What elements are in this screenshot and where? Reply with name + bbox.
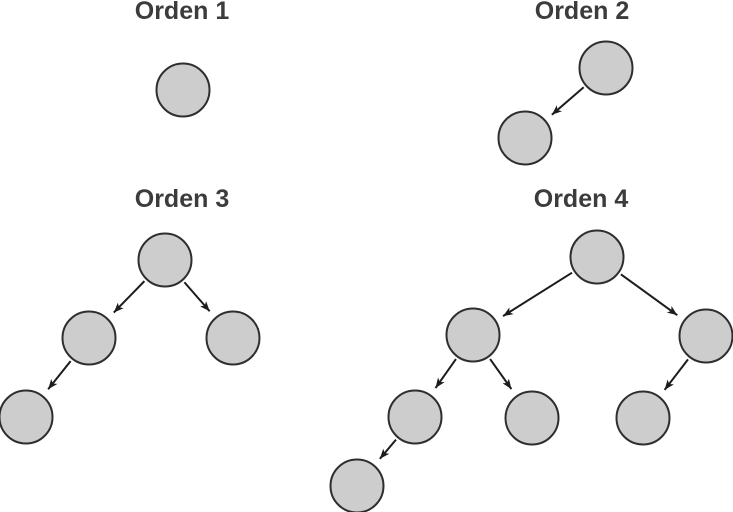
orden-4-edge-root-to-r (620, 273, 678, 316)
orden-4-edge-ll-to-lll (379, 438, 397, 460)
orden-4-edge-l-to-ll (434, 358, 457, 389)
orden-4-node-l (445, 307, 501, 363)
orden-4-node-r (678, 308, 733, 364)
orden-1-node-root (155, 62, 211, 118)
orden-4-node-root (569, 229, 625, 285)
orden-3-edge-root-to-r (183, 281, 211, 312)
orden-3-edge-root-to-l (113, 280, 146, 314)
orden-4-edge-root-to-l (502, 271, 573, 317)
orden-2-title: Orden 2 (535, 0, 629, 25)
orden-2-edge-root-to-l (551, 86, 585, 116)
orden-4-node-lr (504, 390, 560, 446)
orden-4-edge-r-to-rl (663, 358, 689, 391)
orden-3-node-l (61, 310, 117, 366)
orden-3-node-root (137, 232, 193, 288)
orden-4-edge-l-to-lr (489, 358, 513, 390)
orden-2-node-root (578, 40, 634, 96)
nodes-layer (0, 40, 733, 512)
orden-4-title: Orden 4 (534, 185, 629, 213)
orden-3-title: Orden 3 (135, 185, 229, 213)
orden-1-title: Orden 1 (135, 0, 230, 25)
orden-3-edge-l-to-ll (47, 360, 72, 390)
orden-4-node-rl (615, 390, 671, 446)
orden-3-node-r (205, 310, 261, 366)
titles-layer: Orden 1 Orden 2 Orden 3 Orden 4 (135, 0, 629, 213)
orden-2-node-l (497, 110, 553, 166)
orden-4-node-lll (329, 458, 385, 512)
orden-4-node-ll (387, 389, 443, 445)
orden-3-node-ll (0, 389, 54, 445)
edges-layer (47, 86, 689, 460)
